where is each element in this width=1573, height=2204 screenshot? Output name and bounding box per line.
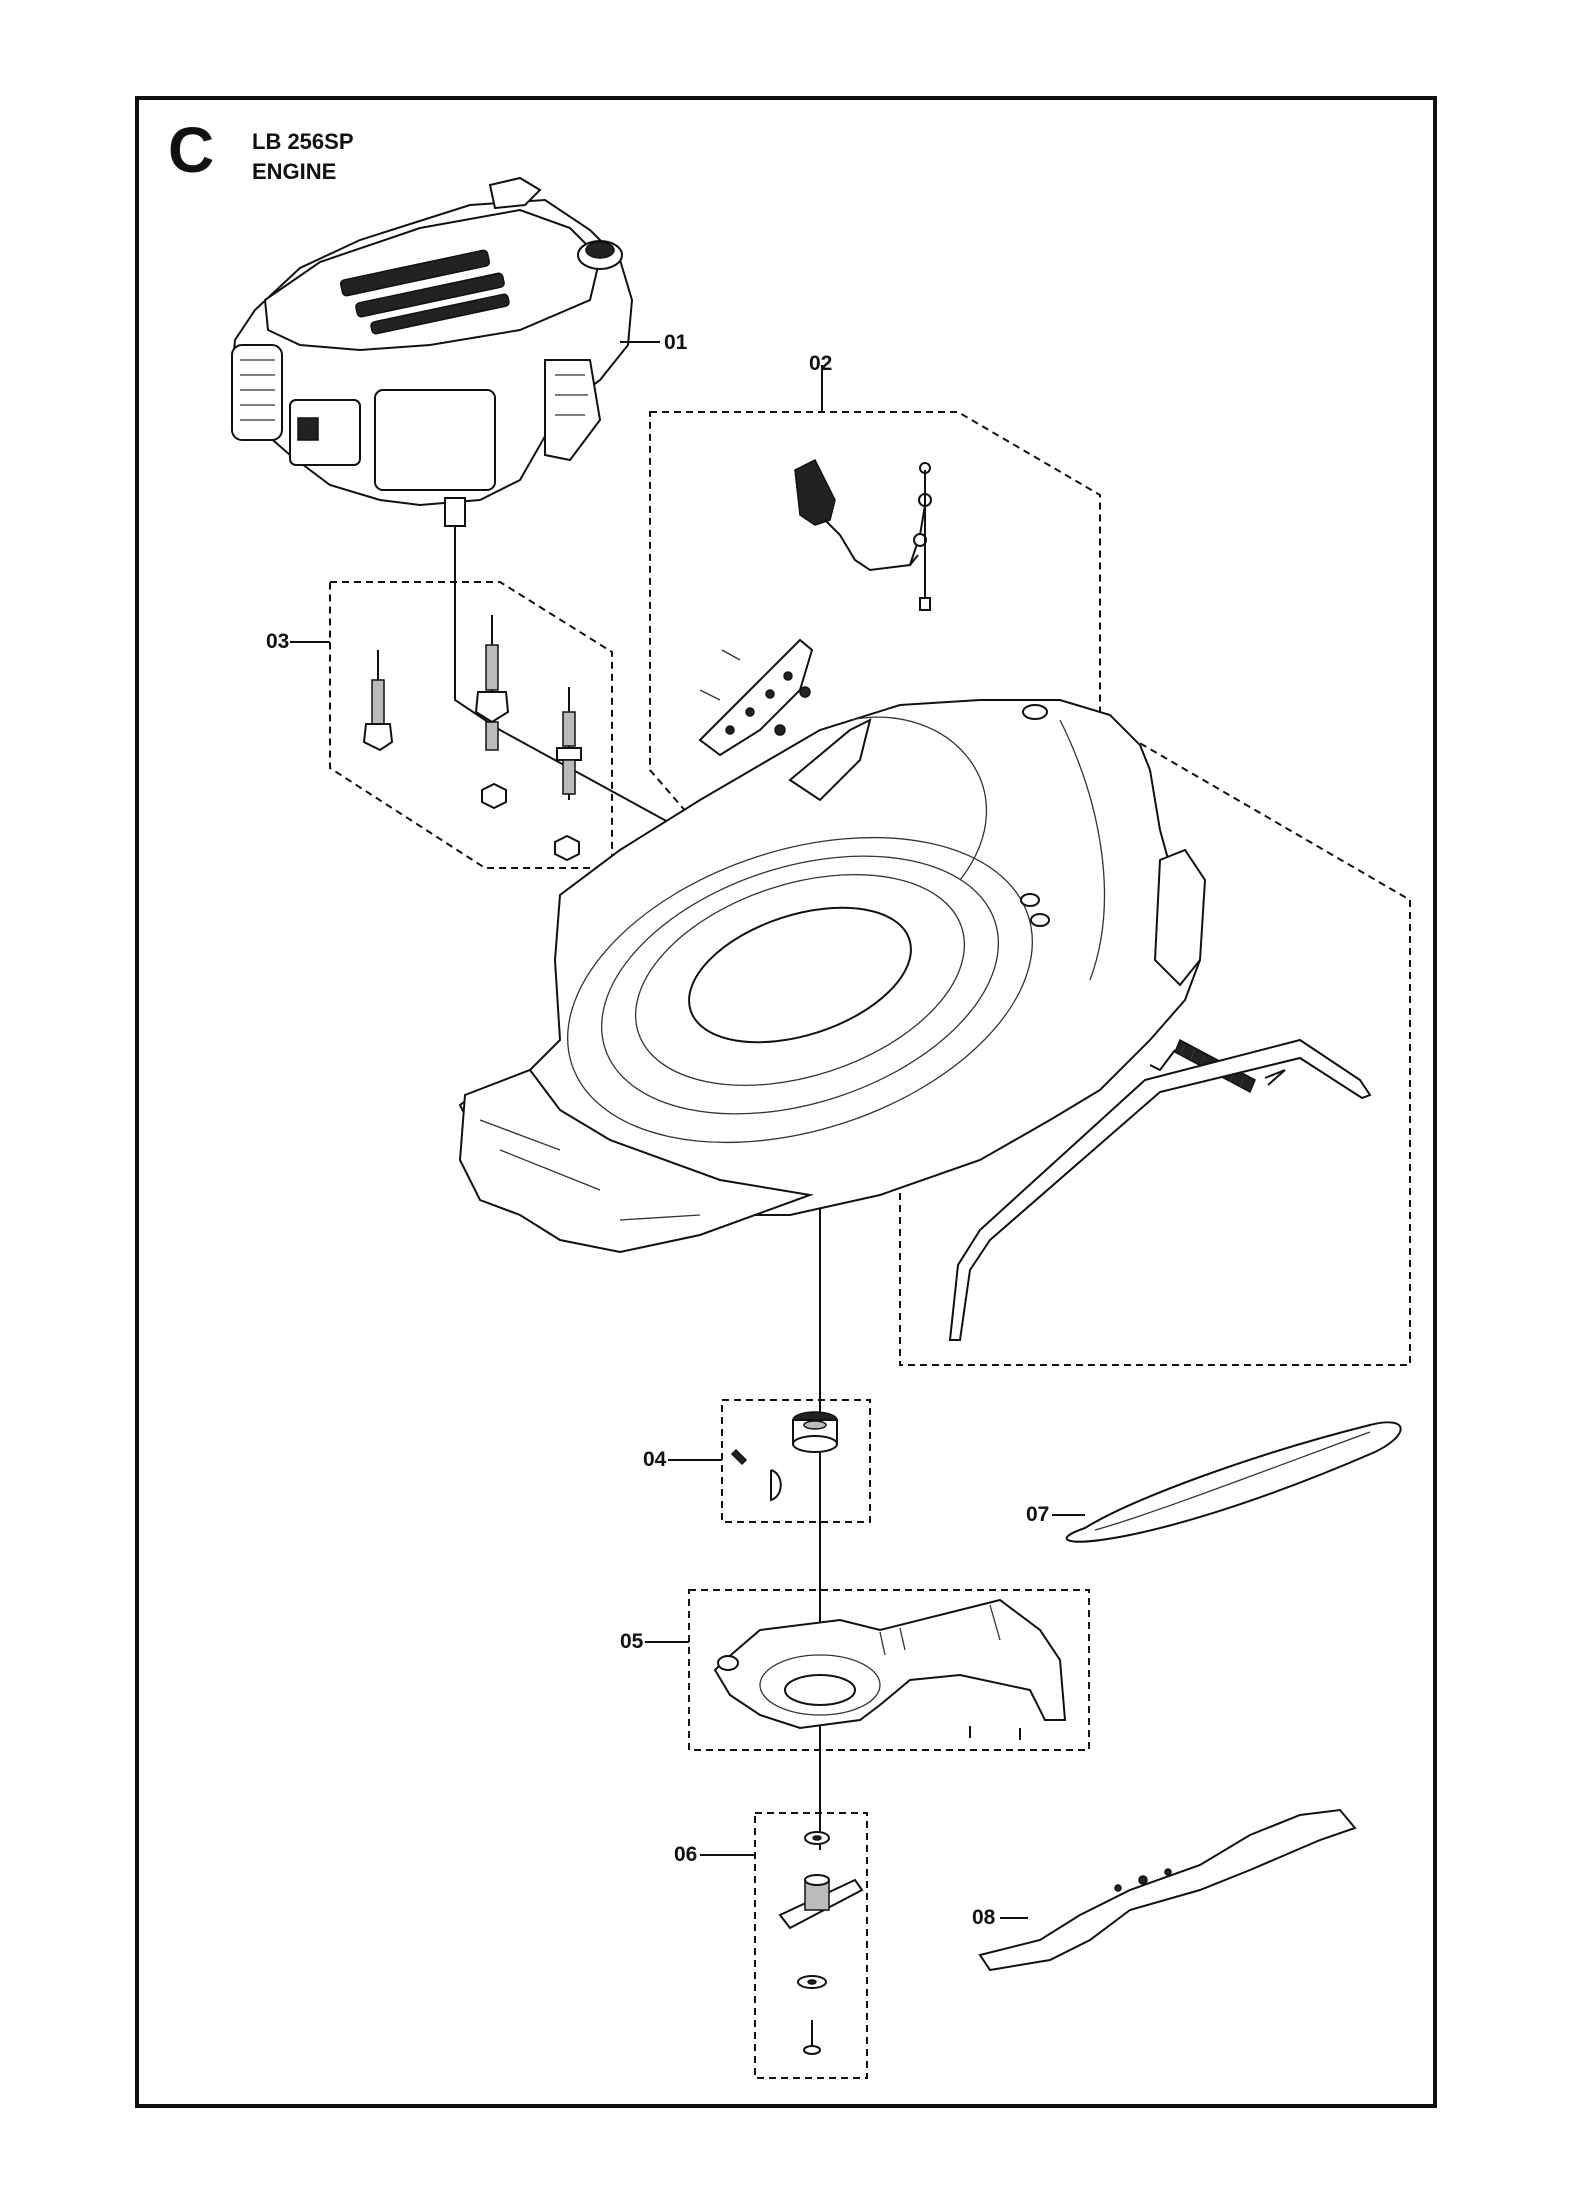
pulley-group-box [721,1399,871,1523]
deck-group-box [649,411,1411,1366]
callout-08: 08 [972,1906,996,1929]
pulley-drawing [730,1411,838,1502]
model-name: LB 256SP [252,129,354,154]
spring-and-rod [948,1038,1372,1341]
engine-drawing [230,176,634,527]
section-letter: C [168,114,215,186]
diagram-frame [135,96,1437,2108]
diagram-title: ENGINE [252,159,337,184]
height-adjust-plate [698,638,814,757]
blade-mount-drawing [778,1831,864,2055]
callout-06: 06 [674,1843,698,1866]
deck-drawing [458,699,1207,1254]
height-adjust-lever [794,458,932,611]
callout-03: 03 [266,630,290,653]
blade-mount-group-box [754,1812,868,2079]
engine-shaft-axis [454,526,821,1850]
callout-04: 04 [643,1448,667,1471]
callout-02: 02 [809,352,833,375]
leader-lines [290,341,1085,1919]
callout-05: 05 [620,1630,644,1653]
callout-01: 01 [664,331,688,354]
mounting-bolts [362,615,582,862]
belt-cover-group-box [688,1589,1090,1751]
blade-drawing [978,1808,1357,1972]
callout-07: 07 [1026,1503,1050,1526]
belt-cover-drawing [713,1598,1067,1740]
